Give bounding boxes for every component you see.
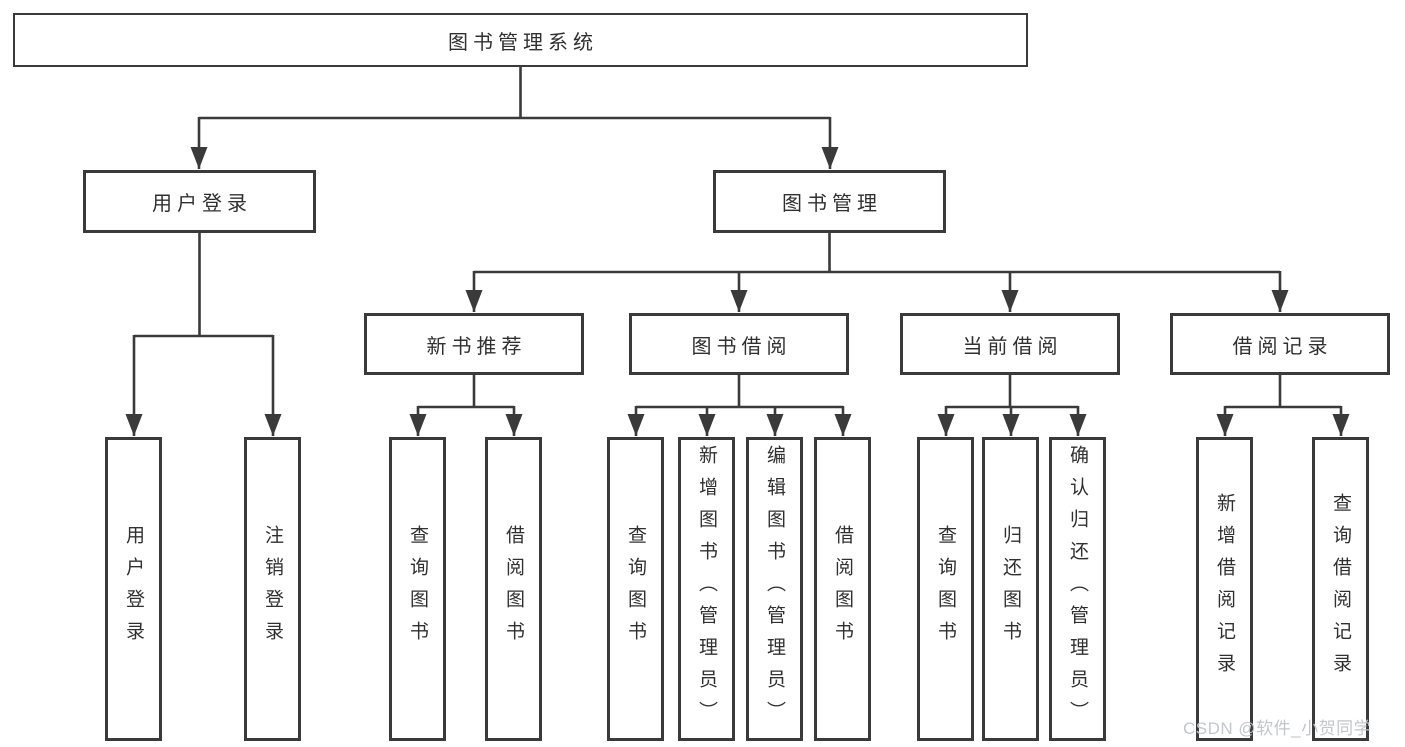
leaf-query-books-recommend: 查询图书 bbox=[389, 437, 446, 741]
node-user-login: 用户登录 bbox=[83, 170, 316, 233]
leaf-logout: 注销登录 bbox=[244, 437, 301, 741]
leaf-confirm-return-admin: 确认归还（管理员） bbox=[1049, 437, 1106, 741]
leaf-add-borrowing-record: 新增借阅记录 bbox=[1196, 437, 1253, 741]
leaf-borrow-books: 借阅图书 bbox=[814, 437, 871, 741]
leaf-query-books-current: 查询图书 bbox=[917, 437, 974, 741]
leaf-add-book-admin: 新增图书（管理员） bbox=[678, 437, 735, 741]
node-current-borrowing: 当前借阅 bbox=[900, 313, 1120, 375]
node-book-management: 图书管理 bbox=[713, 170, 946, 233]
leaf-query-borrowing-record: 查询借阅记录 bbox=[1312, 437, 1369, 741]
node-library-management-system: 图书管理系统 bbox=[13, 13, 1028, 67]
node-borrowing-records: 借阅记录 bbox=[1170, 313, 1390, 375]
watermark: CSDN @软件_小贺同学 bbox=[1183, 719, 1372, 738]
leaf-edit-book-admin: 编辑图书（管理员） bbox=[746, 437, 803, 741]
node-book-borrowing: 图书借阅 bbox=[629, 313, 849, 375]
leaf-query-books-borrowing: 查询图书 bbox=[607, 437, 664, 741]
node-new-book-recommend: 新书推荐 bbox=[364, 313, 584, 375]
leaf-borrow-books-recommend: 借阅图书 bbox=[485, 437, 542, 741]
leaf-return-books: 归还图书 bbox=[982, 437, 1039, 741]
leaf-user-login: 用户登录 bbox=[105, 437, 162, 741]
